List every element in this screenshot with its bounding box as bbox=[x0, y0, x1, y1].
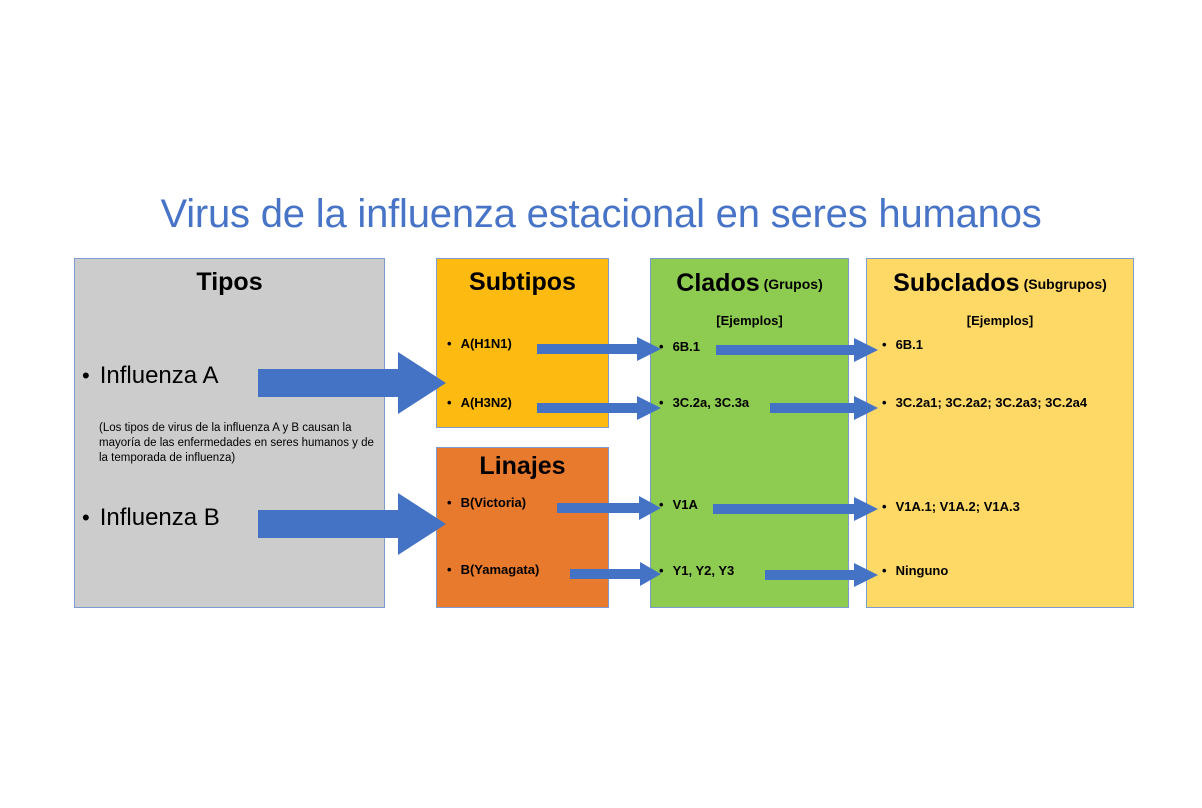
arrow-influenza-a-to-subtipos bbox=[258, 352, 446, 414]
bullet-subclado-3c2a-series: • 3C.2a1; 3C.2a2; 3C.2a3; 3C.2a4 bbox=[882, 395, 1087, 410]
tipos-heading: Tipos bbox=[196, 268, 263, 296]
bullet-clado-v1a-label: V1A bbox=[672, 497, 698, 512]
clados-heading: Clados(Grupos) bbox=[650, 269, 849, 298]
bullet-influenza-b-label: Influenza B bbox=[99, 504, 220, 531]
bullet-dot-icon: • bbox=[82, 505, 90, 530]
bullet-clado-v1a: • V1A bbox=[659, 497, 698, 512]
subclados-heading-main: Subclados bbox=[893, 269, 1020, 297]
bullet-subclado-ninguno-label: Ninguno bbox=[895, 563, 949, 578]
subclados-heading: Subclados(Subgrupos) bbox=[866, 269, 1134, 298]
bullet-b-victoria-label: B(Victoria) bbox=[460, 495, 527, 510]
bullet-subclado-v1a-series: • V1A.1; V1A.2; V1A.3 bbox=[882, 499, 1020, 514]
bullet-dot-icon: • bbox=[659, 563, 664, 578]
bullet-b-yamagata: • B(Yamagata) bbox=[447, 562, 539, 577]
bullet-influenza-a: • Influenza A bbox=[82, 362, 218, 390]
clados-examples-label: [Ejemplos] bbox=[716, 313, 783, 328]
page-title: Virus de la influenza estacional en sere… bbox=[160, 192, 1042, 236]
bullet-clado-3c2a-3c3a-label: 3C.2a, 3C.3a bbox=[672, 395, 750, 410]
bullet-clado-6b1-label: 6B.1 bbox=[672, 339, 701, 354]
bullet-a-h1n1: • A(H1N1) bbox=[447, 336, 512, 351]
bullet-b-victoria: • B(Victoria) bbox=[447, 495, 526, 510]
arrow-h3n2-to-3c2a bbox=[537, 396, 661, 420]
clados-heading-sub: (Grupos) bbox=[763, 276, 823, 292]
tipos-note: (Los tipos de virus de la influenza A y … bbox=[99, 422, 374, 464]
subclados-heading-sub: (Subgrupos) bbox=[1023, 276, 1107, 292]
bullet-dot-icon: • bbox=[447, 562, 452, 577]
arrow-influenza-b-to-linajes bbox=[258, 493, 446, 555]
clados-heading-main: Clados bbox=[676, 269, 760, 297]
subclados-examples-label: [Ejemplos] bbox=[966, 313, 1034, 328]
linajes-heading: Linajes bbox=[479, 452, 566, 480]
bullet-clado-3c2a-3c3a: • 3C.2a, 3C.3a bbox=[659, 395, 749, 410]
bullet-dot-icon: • bbox=[882, 499, 887, 514]
bullet-dot-icon: • bbox=[659, 497, 664, 512]
arrow-v1a-to-v1a-subclades bbox=[713, 497, 878, 521]
subtipos-heading: Subtipos bbox=[469, 268, 576, 296]
bullet-dot-icon: • bbox=[82, 363, 90, 388]
bullet-influenza-b: • Influenza B bbox=[82, 504, 220, 532]
bullet-a-h3n2: • A(H3N2) bbox=[447, 395, 512, 410]
bullet-subclado-3c2a-series-label: 3C.2a1; 3C.2a2; 3C.2a3; 3C.2a4 bbox=[895, 395, 1088, 410]
arrow-h1n1-to-6b1 bbox=[537, 337, 661, 361]
arrow-3c2a-to-3c2a-subclades bbox=[770, 396, 878, 420]
bullet-clado-6b1: • 6B.1 bbox=[659, 339, 700, 354]
bullet-dot-icon: • bbox=[447, 336, 452, 351]
bullet-clado-y1-y2-y3-label: Y1, Y2, Y3 bbox=[672, 563, 735, 578]
subtipos-box bbox=[436, 258, 609, 428]
bullet-dot-icon: • bbox=[447, 395, 452, 410]
tipos-box bbox=[74, 258, 385, 608]
bullet-dot-icon: • bbox=[882, 337, 887, 352]
bullet-dot-icon: • bbox=[659, 339, 664, 354]
bullet-subclado-ninguno: • Ninguno bbox=[882, 563, 948, 578]
bullet-influenza-a-label: Influenza A bbox=[99, 362, 219, 389]
bullet-dot-icon: • bbox=[882, 395, 887, 410]
arrow-yamagata-to-y123 bbox=[570, 562, 661, 586]
arrow-victoria-to-v1a bbox=[557, 496, 661, 520]
bullet-b-yamagata-label: B(Yamagata) bbox=[460, 562, 540, 577]
clados-box bbox=[650, 258, 849, 608]
bullet-subclado-6b1-label: 6B.1 bbox=[895, 337, 924, 352]
bullet-dot-icon: • bbox=[659, 395, 664, 410]
bullet-dot-icon: • bbox=[447, 495, 452, 510]
arrow-6b1-to-6b1 bbox=[716, 338, 878, 362]
bullet-a-h3n2-label: A(H3N2) bbox=[460, 395, 512, 410]
bullet-clado-y1-y2-y3: • Y1, Y2, Y3 bbox=[659, 563, 734, 578]
bullet-subclado-6b1: • 6B.1 bbox=[882, 337, 923, 352]
bullet-subclado-v1a-series-label: V1A.1; V1A.2; V1A.3 bbox=[895, 499, 1020, 514]
subclados-box bbox=[866, 258, 1134, 608]
bullet-dot-icon: • bbox=[882, 563, 887, 578]
bullet-a-h1n1-label: A(H1N1) bbox=[460, 336, 512, 351]
linajes-box bbox=[436, 447, 609, 608]
arrow-y123-to-ninguno bbox=[765, 563, 878, 587]
